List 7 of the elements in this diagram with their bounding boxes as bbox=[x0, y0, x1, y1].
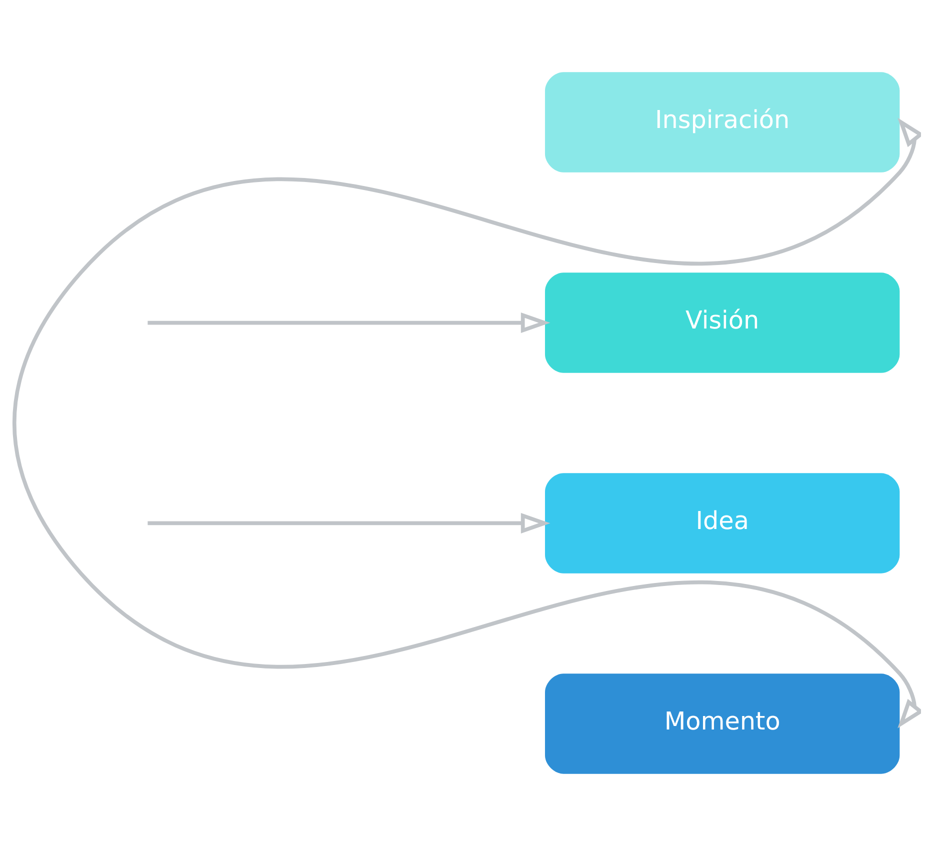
node-box: Idea bbox=[545, 473, 900, 574]
node-box: Inspiración bbox=[545, 72, 900, 172]
arrow bbox=[148, 312, 550, 334]
arrow bbox=[148, 512, 550, 534]
node-box: Momento bbox=[545, 674, 900, 774]
node-box: Visión bbox=[545, 272, 900, 373]
arrow bbox=[13, 118, 921, 728]
